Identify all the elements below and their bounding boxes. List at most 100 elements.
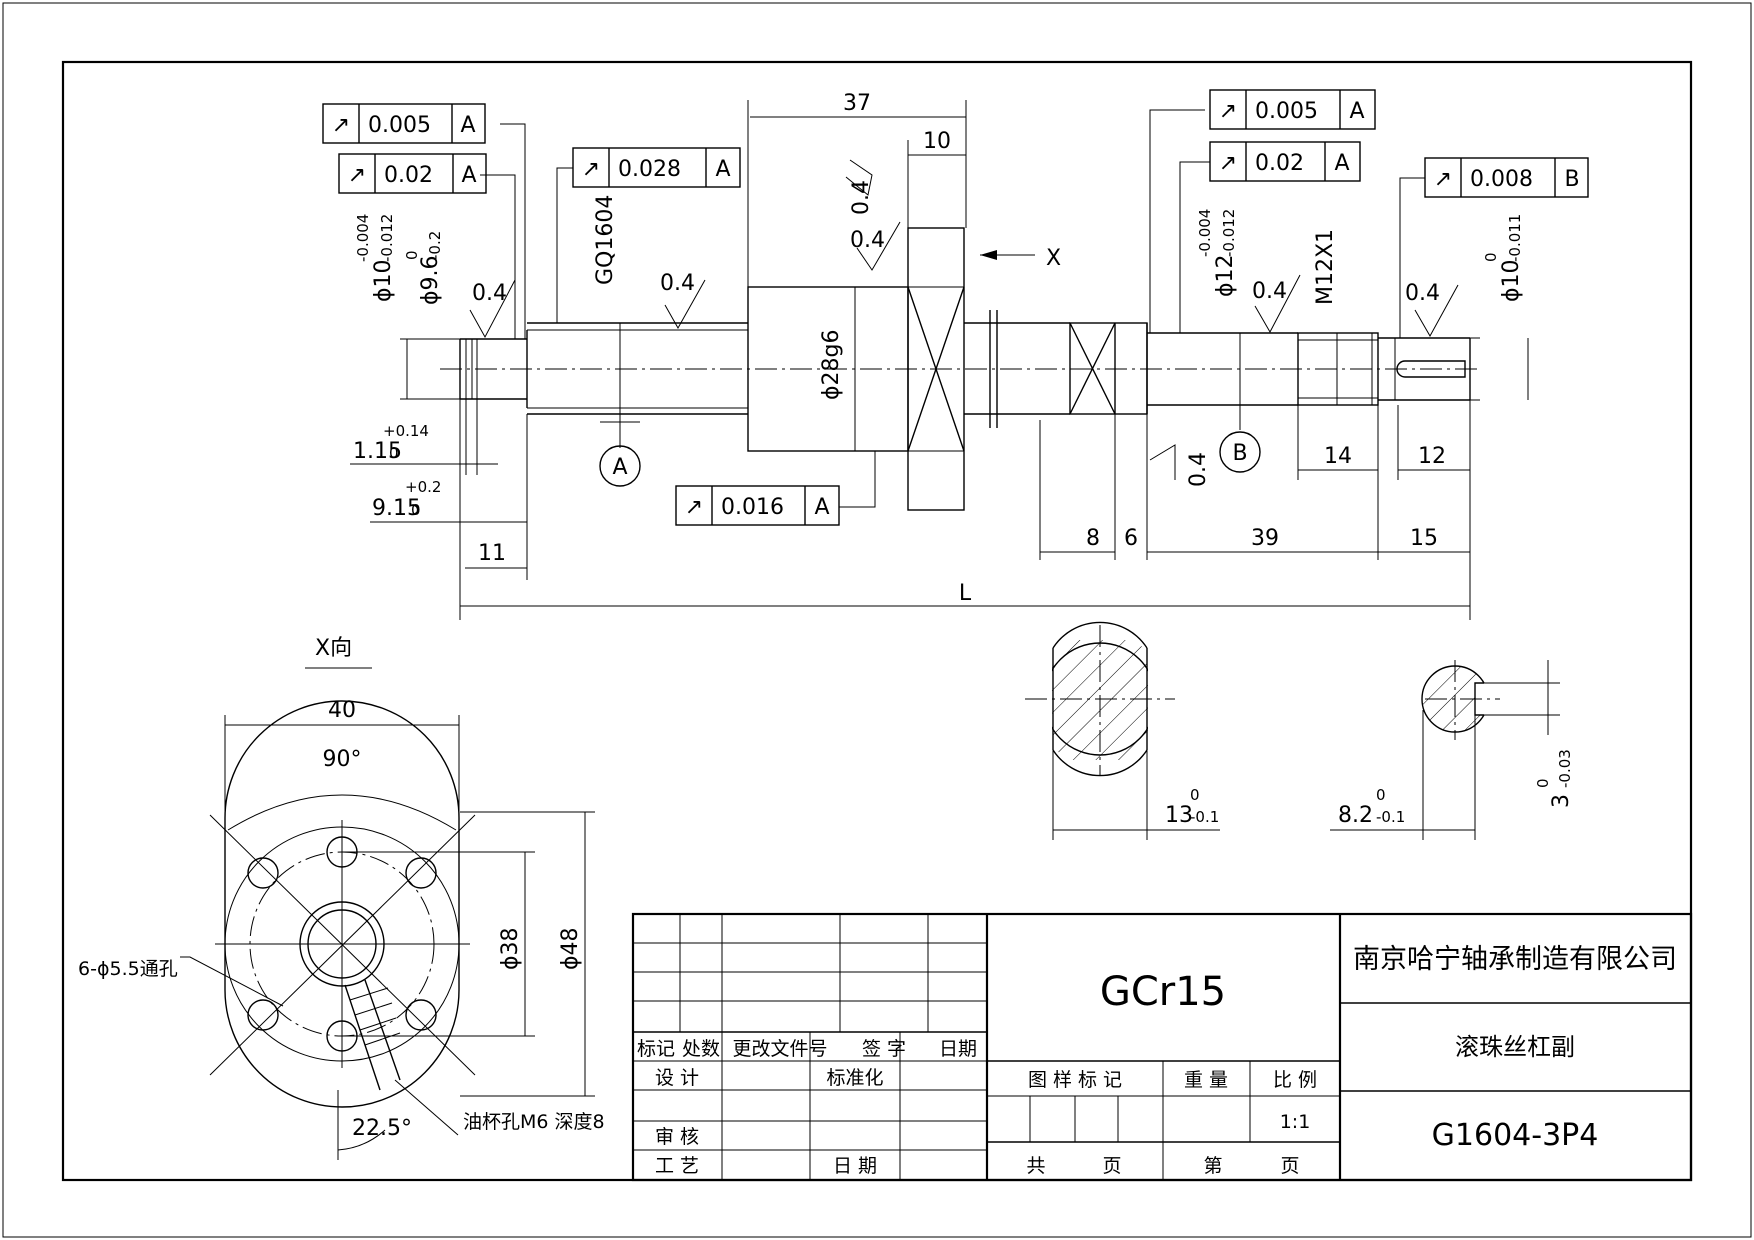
page-label: 页 <box>1280 1155 1299 1177</box>
svg-text:-0.1: -0.1 <box>1376 808 1405 826</box>
datum-ref: A <box>461 163 476 188</box>
weight-label: 重 量 <box>1184 1069 1228 1091</box>
x-view-title: X向 <box>315 636 352 661</box>
runout-symbol: ↗ <box>685 495 703 520</box>
page-label: 页 <box>1102 1155 1121 1177</box>
fcf-5: ↗ 0.005 A <box>1209 89 1376 130</box>
review-label: 审 核 <box>655 1126 699 1148</box>
runout-symbol: ↗ <box>1219 99 1237 124</box>
svg-text:-0.012: -0.012 <box>378 214 396 262</box>
company-name: 南京哈宁轴承制造有限公司 <box>1353 944 1677 975</box>
dim-115: 1.15 +0.14 0 <box>353 422 429 464</box>
section-82-label: 8.2 0 -0.1 <box>1338 786 1405 828</box>
svg-text:-0.1: -0.1 <box>1190 808 1219 826</box>
svg-text:ϕ12: ϕ12 <box>1213 254 1238 297</box>
roughness-label: 0.4 <box>849 180 874 215</box>
dim-L: L <box>959 581 972 606</box>
nth-label: 第 <box>1203 1155 1222 1177</box>
svg-text:0: 0 <box>1534 778 1552 788</box>
fcf-2: ↗ 0.02 A <box>338 153 487 194</box>
dim-12: 12 <box>1418 444 1446 469</box>
section-13-label: 13 0 -0.1 <box>1165 786 1219 828</box>
datum-ref: B <box>1564 167 1579 192</box>
dim-15: 15 <box>1410 526 1438 551</box>
dim-8: 8 <box>1086 526 1100 551</box>
roughness-label: 0.4 <box>1186 452 1211 487</box>
runout-symbol: ↗ <box>332 113 350 138</box>
svg-text:+0.14: +0.14 <box>383 422 429 440</box>
angle-90: 90° <box>323 747 362 772</box>
runout-symbol: ↗ <box>1219 151 1237 176</box>
svg-text:-0.012: -0.012 <box>1220 209 1238 257</box>
tolerance-value: 0.005 <box>368 113 431 138</box>
svg-text:-0.03: -0.03 <box>1556 749 1574 788</box>
svg-text:0: 0 <box>403 250 421 260</box>
screw-spec: GQ1604 <box>593 195 618 285</box>
fcf-4: ↗ 0.016 A <box>675 485 840 526</box>
holes-note: 6-ϕ5.5通孔 <box>78 958 178 980</box>
svg-text:-0.004: -0.004 <box>1196 209 1214 257</box>
svg-text:0: 0 <box>1190 786 1200 804</box>
svg-text:ϕ9.6: ϕ9.6 <box>418 256 443 306</box>
tolerance-value: 0.02 <box>384 163 433 188</box>
phi38-label: ϕ38 <box>498 927 523 970</box>
datum-ref: A <box>814 495 829 520</box>
svg-text:8.2: 8.2 <box>1338 803 1373 828</box>
tolerance-value: 0.02 <box>1255 151 1304 176</box>
design-label: 设 计 <box>655 1067 699 1089</box>
angle-22-5: 22.5° <box>352 1116 412 1141</box>
drawing-number: G1604-3P4 <box>1432 1118 1599 1153</box>
rev-header: 签 字 <box>862 1038 906 1060</box>
tolerance-value: 0.005 <box>1255 99 1318 124</box>
svg-text:-0.011: -0.011 <box>1506 214 1524 262</box>
scale-value: 1:1 <box>1280 1111 1311 1133</box>
roughness-symbols <box>469 159 1459 480</box>
standard-label: 标准化 <box>826 1067 883 1089</box>
nut-flange <box>907 227 965 511</box>
date-label: 日 期 <box>833 1155 877 1177</box>
oil-hole-note: 油杯孔M6 深度8 <box>463 1111 605 1133</box>
section-3-label: 3 0 -0.03 <box>1534 749 1574 808</box>
view-x-label: X <box>1046 246 1061 271</box>
datum-b-marker <box>1219 431 1261 473</box>
part-name: 滚珠丝杠副 <box>1455 1033 1575 1061</box>
process-label: 工 艺 <box>655 1155 699 1177</box>
dim-10: 10 <box>923 129 951 154</box>
phi48-label: ϕ48 <box>558 927 583 970</box>
svg-text:0: 0 <box>1376 786 1386 804</box>
svg-text:0: 0 <box>389 444 399 462</box>
dim-6: 6 <box>1124 526 1138 551</box>
dim-14: 14 <box>1324 444 1352 469</box>
roughness-label: 0.4 <box>472 281 507 306</box>
roughness-label: 0.4 <box>660 271 695 296</box>
datum-a-marker <box>599 445 641 487</box>
svg-text:9.15: 9.15 <box>372 496 421 521</box>
svg-text:1.15: 1.15 <box>353 439 402 464</box>
section-left <box>1025 621 1220 840</box>
rev-header: 日期 <box>939 1038 977 1060</box>
datum-ref: A <box>1334 151 1349 176</box>
view-arrow-icon <box>980 250 997 260</box>
dim-37: 37 <box>843 91 871 116</box>
datum-ref: A <box>1349 99 1364 124</box>
runout-symbol: ↗ <box>348 163 366 188</box>
x-view: X向 <box>180 636 595 1160</box>
section-right <box>1330 660 1560 840</box>
title-block <box>631 912 1693 1182</box>
material: GCr15 <box>1100 969 1226 1015</box>
datum-a-label: A <box>612 455 627 480</box>
rev-header: 更改文件号 <box>732 1038 827 1060</box>
scale-label: 比 例 <box>1273 1069 1317 1091</box>
fcf-6: ↗ 0.02 A <box>1209 141 1361 182</box>
fcf-leaders <box>480 109 1425 508</box>
runout-symbol: ↗ <box>1434 167 1452 192</box>
runout-symbol: ↗ <box>582 157 600 182</box>
dim-11: 11 <box>478 541 506 566</box>
svg-text:13: 13 <box>1165 803 1193 828</box>
rev-header: 处数 <box>682 1038 720 1060</box>
datum-ref: A <box>715 157 730 182</box>
rev-header: 标记 <box>637 1038 675 1060</box>
svg-text:-0.004: -0.004 <box>354 214 372 262</box>
